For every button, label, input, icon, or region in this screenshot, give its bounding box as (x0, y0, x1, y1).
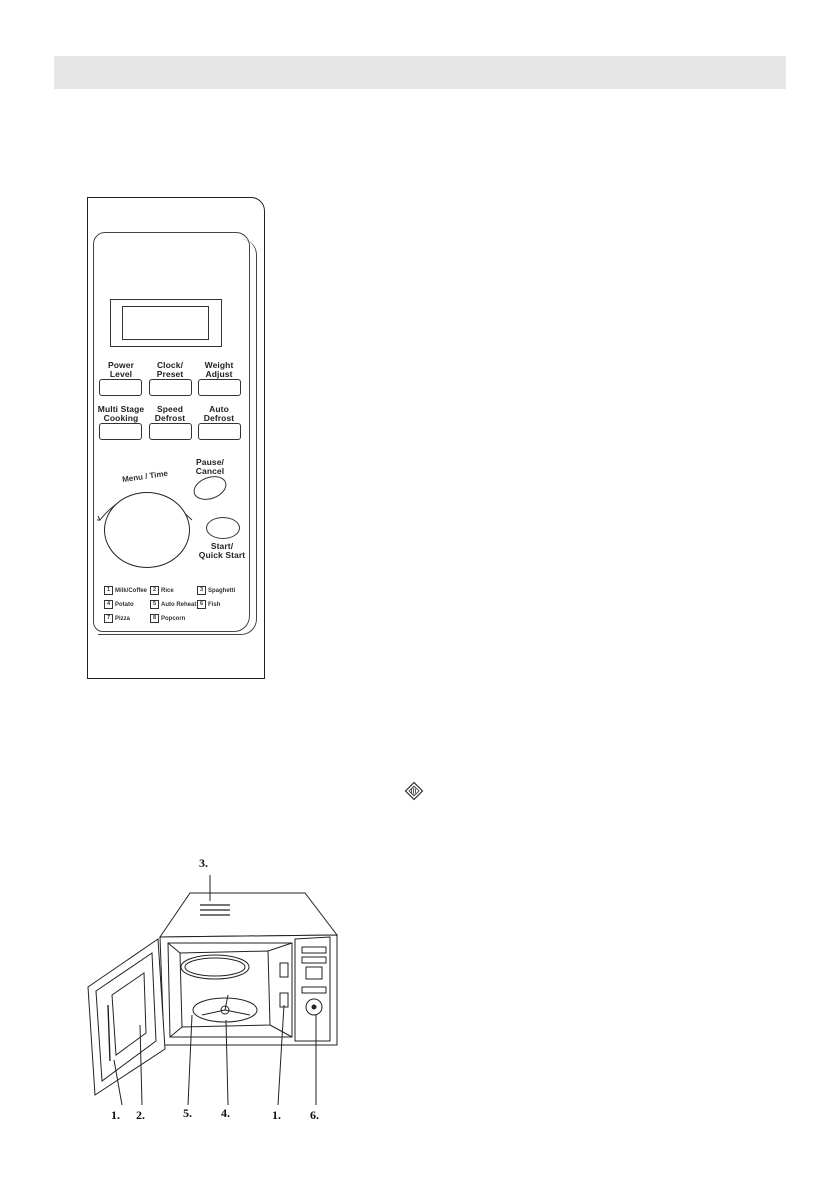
menu-time-dial[interactable] (104, 492, 190, 568)
clock-preset-button[interactable] (149, 379, 192, 396)
callout-1-left: 1. (111, 1108, 120, 1122)
callout-2: 2. (136, 1108, 145, 1122)
speed-defrost-label: Speed Defrost (154, 404, 186, 423)
callout-1-right: 1. (272, 1108, 281, 1122)
microwave-oven-diagram (87, 875, 339, 1106)
microwave-symbol-icon (404, 781, 424, 801)
control-panel-face (93, 232, 257, 635)
auto-defrost-button[interactable] (198, 423, 241, 440)
callout-3: 3. (199, 856, 208, 870)
power-level-label: Power Level (107, 360, 134, 379)
section-header-bar (54, 56, 786, 89)
callout-6: 6. (310, 1108, 319, 1122)
callout-5: 5. (183, 1106, 192, 1120)
pause-cancel-label: Pause/ Cancel (195, 457, 225, 476)
callout-4: 4. (221, 1106, 230, 1120)
start-button[interactable] (206, 517, 240, 539)
multi-stage-cooking-button[interactable] (99, 423, 142, 440)
speed-defrost-button[interactable] (149, 423, 192, 440)
clock-preset-label: Clock/ Preset (156, 360, 184, 379)
auto-defrost-label: Auto Defrost (203, 404, 235, 423)
multi-stage-cooking-label: Multi Stage Cooking (97, 404, 145, 423)
power-level-button[interactable] (99, 379, 142, 396)
start-quick-start-label: Start/ Quick Start (198, 541, 246, 560)
display-window (110, 299, 222, 347)
weight-adjust-label: Weight Adjust (204, 360, 234, 379)
weight-adjust-button[interactable] (198, 379, 241, 396)
